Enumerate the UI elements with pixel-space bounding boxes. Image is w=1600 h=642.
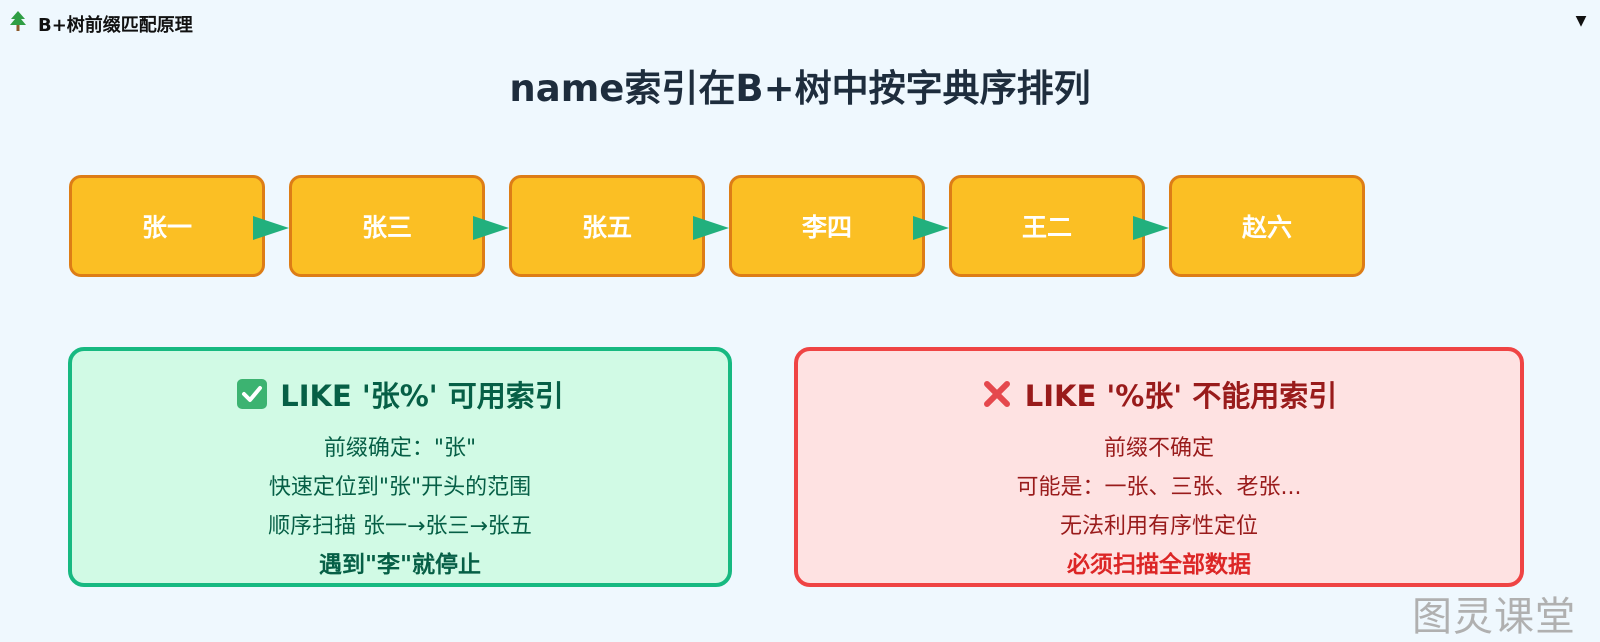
index-node: 张三 — [289, 175, 485, 277]
section-header[interactable]: B+树前缀匹配原理 ▼ — [0, 0, 1600, 44]
prefix-match-panel: LIKE '张%' 可用索引 前缀确定："张" 快速定位到"张"开头的范围 顺序… — [68, 347, 732, 587]
suffix-match-conclusion: 必须扫描全部数据 — [1067, 552, 1251, 578]
order-arrow — [1133, 216, 1169, 240]
suffix-match-heading: LIKE '%张' 不能用索引 — [798, 373, 1520, 415]
suffix-match-panel: LIKE '%张' 不能用索引 前缀不确定 可能是：一张、三张、老张... 无法… — [794, 347, 1524, 587]
index-node: 张一 — [69, 175, 265, 277]
prefix-match-line: 前缀确定："张" — [323, 436, 477, 461]
prefix-match-line: 快速定位到"张"开头的范围 — [268, 475, 532, 500]
prefix-match-conclusion: 遇到"李"就停止 — [319, 552, 481, 578]
suffix-match-line: 可能是：一张、三张、老张... — [1016, 475, 1302, 500]
check-icon — [237, 379, 268, 409]
index-node: 张五 — [509, 175, 705, 277]
prefix-match-heading-text: LIKE '张%' 可用索引 — [280, 379, 564, 413]
order-arrow — [913, 216, 949, 240]
suffix-match-heading-text: LIKE '%张' 不能用索引 — [1024, 379, 1338, 413]
cross-icon — [983, 381, 1010, 407]
collapse-toggle[interactable]: ▼ — [1575, 13, 1587, 29]
index-node: 李四 — [729, 175, 925, 277]
suffix-match-line: 无法利用有序性定位 — [1059, 514, 1258, 539]
watermark: 图灵课堂 — [1412, 594, 1576, 640]
section-title: B+树前缀匹配原理 — [38, 15, 193, 36]
diagram-title: name索引在B+树中按字典序排列 — [509, 67, 1091, 110]
order-arrow — [253, 216, 289, 240]
tree-icon — [10, 11, 26, 31]
index-node: 赵六 — [1169, 175, 1365, 277]
order-arrow — [693, 216, 729, 240]
prefix-match-heading: LIKE '张%' 可用索引 — [72, 373, 728, 415]
order-arrow — [473, 216, 509, 240]
prefix-match-line: 顺序扫描 张一→张三→张五 — [268, 514, 532, 539]
suffix-match-line: 前缀不确定 — [1103, 436, 1214, 461]
index-node: 王二 — [949, 175, 1145, 277]
